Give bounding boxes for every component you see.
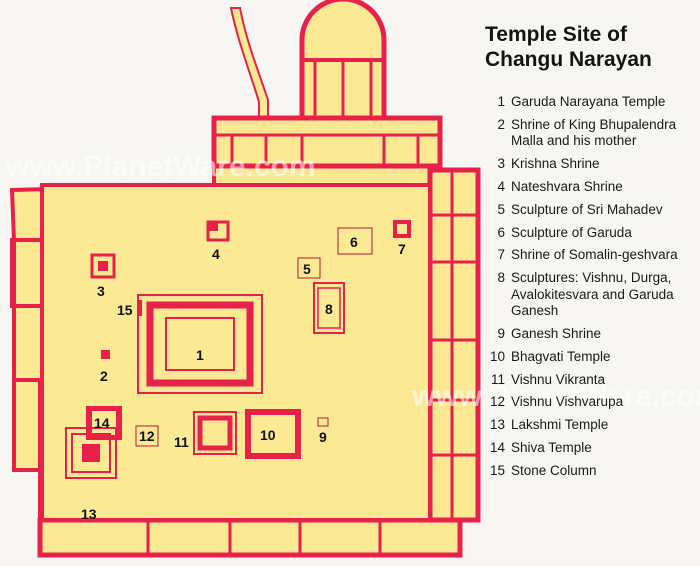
bhagvati-temple-plan [245, 409, 301, 459]
nateshvara-shrine-plan [206, 220, 230, 242]
legend-text: Sculpture of Sri Mahadev [511, 201, 663, 217]
legend-item: 14 Shiva Temple [485, 440, 697, 457]
legend-item: 1 Garuda Narayana Temple [485, 94, 697, 111]
legend-text: Shrine of Somalin-geshvara [511, 247, 678, 263]
legend-number: 10 [489, 348, 505, 364]
north-apse-building [299, 0, 387, 151]
map-label-9: 9 [319, 429, 327, 445]
map-label-4: 4 [212, 246, 220, 262]
legend-item: 13 Lakshmi Temple [485, 417, 697, 434]
sri-mahadev-sculpture-plan [297, 257, 321, 279]
watermark-left: www.PlanetWare.com [6, 150, 316, 183]
legend-panel: Temple Site of Changu Narayan 1 Garuda Na… [485, 22, 697, 486]
legend-item: 11 Vishnu Vikranta [485, 372, 697, 389]
legend-text: Krishna Shrine [511, 156, 600, 172]
map-label-6: 6 [350, 234, 358, 250]
krishna-shrine-plan [90, 253, 116, 279]
map-label-7: 7 [398, 241, 406, 257]
legend-list: 1 Garuda Narayana Temple 2 Shrine of King … [485, 94, 697, 479]
map-label-13: 13 [81, 506, 97, 522]
watermark-right: www.PlanetWare.com [412, 380, 700, 413]
garuda-sculpture-plan [337, 227, 373, 255]
legend-text: Lakshmi Temple [511, 417, 609, 433]
map-label-15: 15 [117, 302, 133, 318]
legend-number: 7 [497, 247, 505, 263]
ganesh-shrine-plan [317, 417, 329, 427]
legend-number: 14 [489, 439, 505, 455]
legend-number: 9 [497, 326, 505, 342]
legend-text: Shiva Temple [511, 439, 592, 455]
legend-number: 5 [497, 201, 505, 217]
map-label-10: 10 [260, 427, 276, 443]
sculptures-platform-plan [313, 282, 345, 334]
legend-text: Garuda Narayana Temple [511, 94, 666, 109]
legend-item: 10 Bhagvati Temple [485, 349, 697, 366]
legend-number: 12 [489, 394, 505, 410]
legend-item: 5 Sculpture of Sri Mahadev [485, 202, 697, 219]
bhupalendra-shrine-plan [101, 350, 110, 359]
legend-item: 15 Stone Column [485, 463, 697, 480]
north-range [211, 115, 443, 169]
legend-text: Stone Column [511, 462, 597, 478]
legend-number: 8 [497, 270, 505, 286]
legend-item: 9 Ganesh Shrine [485, 326, 697, 343]
legend-item: 6 Sculpture of Garuda [485, 225, 697, 242]
vishnu-vishvarupa-plan [135, 425, 159, 447]
somalingeshvara-shrine-plan [393, 220, 411, 238]
vishnu-vikranta-plan [193, 411, 237, 455]
garuda-narayana-temple-plan [137, 294, 263, 394]
map-title: Temple Site of Changu Narayan [485, 23, 652, 71]
legend-item: 8 Sculptures: Vishnu, Durga, Avalokitesva… [485, 270, 697, 320]
map-label-3: 3 [97, 283, 105, 299]
legend-text: Nateshvara Shrine [511, 178, 623, 194]
legend-number: 15 [489, 462, 505, 478]
legend-text: Shrine of King Bhupalendra Malla and his… [511, 116, 677, 149]
legend-number: 6 [497, 224, 505, 240]
legend-text: Vishnu Vishvarupa [511, 394, 624, 410]
legend-text: Sculptures: Vishnu, Durga, Avalokitesvar… [511, 270, 674, 319]
legend-item: 2 Shrine of King Bhupalendra Malla and hi… [485, 117, 697, 150]
legend-number: 3 [497, 156, 505, 172]
legend-text: Ganesh Shrine [511, 326, 602, 342]
map-label-14: 14 [94, 415, 110, 431]
map-label-5: 5 [303, 261, 311, 277]
map-label-11: 11 [174, 434, 189, 450]
legend-item: 7 Shrine of Somalin-geshvara [485, 247, 697, 264]
legend-number: 4 [497, 178, 505, 194]
legend-text: Bhagvati Temple [511, 348, 611, 364]
legend-number: 1 [497, 94, 505, 109]
map-label-8: 8 [325, 301, 333, 317]
lakshmi-temple-plan [65, 427, 117, 479]
legend-number: 2 [497, 116, 505, 132]
legend-text: Sculpture of Garuda [511, 224, 632, 240]
legend-item: 4 Nateshvara Shrine [485, 179, 697, 196]
stone-column-plan [138, 300, 142, 316]
map-label-2: 2 [100, 368, 108, 384]
legend-number: 11 [490, 371, 505, 387]
legend-item: 3 Krishna Shrine [485, 156, 697, 173]
map-number-labels: 1 2 3 4 5 6 7 8 9 10 11 12 13 14 15 [81, 234, 406, 522]
map-label-12: 12 [139, 428, 155, 444]
legend-item: 12 Vishnu Vishvarupa [485, 394, 697, 411]
legend-text: Vishnu Vikranta [511, 371, 606, 387]
legend-number: 13 [489, 417, 505, 433]
map-label-1: 1 [196, 347, 204, 363]
